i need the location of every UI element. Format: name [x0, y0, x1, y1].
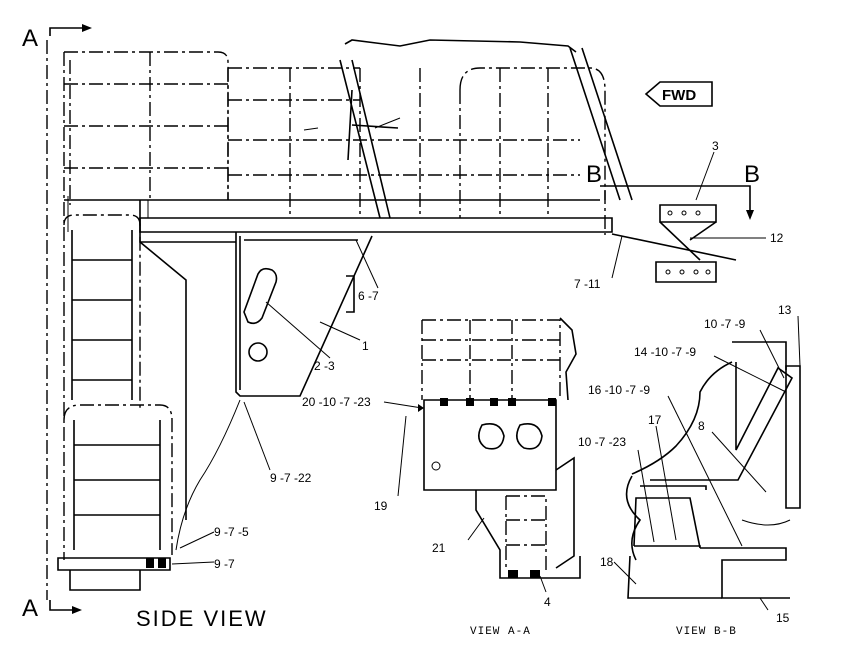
side-view-title: SIDE VIEW: [136, 606, 268, 631]
side-view-structure: [57, 39, 633, 591]
view-b-structure: [625, 341, 801, 599]
callout-17: 17: [648, 413, 662, 427]
leader-lines: [171, 151, 801, 611]
view-a-title: VIEW A-A: [470, 626, 531, 638]
callout-10-7-23: 10 -7 -23: [578, 435, 626, 449]
callout-1: 1: [362, 339, 369, 353]
callout-3: 3: [712, 139, 719, 153]
section-a-bottom-label: A: [22, 595, 38, 622]
detail-clamp: [611, 204, 737, 283]
callout-9-7: 9 -7: [214, 557, 235, 571]
callout-4: 4: [544, 595, 551, 609]
section-b-marker: [600, 185, 754, 235]
callout-18: 18: [600, 555, 614, 569]
view-a-structure: [421, 317, 581, 579]
section-a-top-label: A: [22, 25, 38, 52]
callout-6-7: 6 -7: [358, 289, 379, 303]
callout-9-7-5: 9 -7 -5: [214, 525, 249, 539]
callout-9-7-22: 9 -7 -22: [270, 471, 312, 485]
section-b-right-label: B: [744, 161, 760, 188]
fwd-label: FWD: [662, 87, 696, 104]
callout-14-10-7-9: 14 -10 -7 -9: [634, 345, 696, 359]
section-a-marker: [46, 24, 92, 614]
callout-13: 13: [778, 303, 792, 317]
callout-20-10-7-23: 20 -10 -7 -23: [302, 395, 371, 409]
callout-10-7-9: 10 -7 -9: [704, 317, 746, 331]
callout-8: 8: [698, 419, 705, 433]
callout-19: 19: [374, 499, 388, 513]
section-b-left-label: B: [586, 161, 602, 188]
fwd-arrow: [644, 81, 713, 107]
callout-21: 21: [432, 541, 446, 555]
view-b-title: VIEW B-B: [676, 626, 737, 638]
callout-7-11: 7 -11: [574, 277, 601, 291]
callout-15: 15: [776, 611, 790, 625]
callout-2-3: 2 -3: [314, 359, 335, 373]
callout-12: 12: [770, 231, 784, 245]
callout-16-10-7-9: 16 -10 -7 -9: [588, 383, 650, 397]
